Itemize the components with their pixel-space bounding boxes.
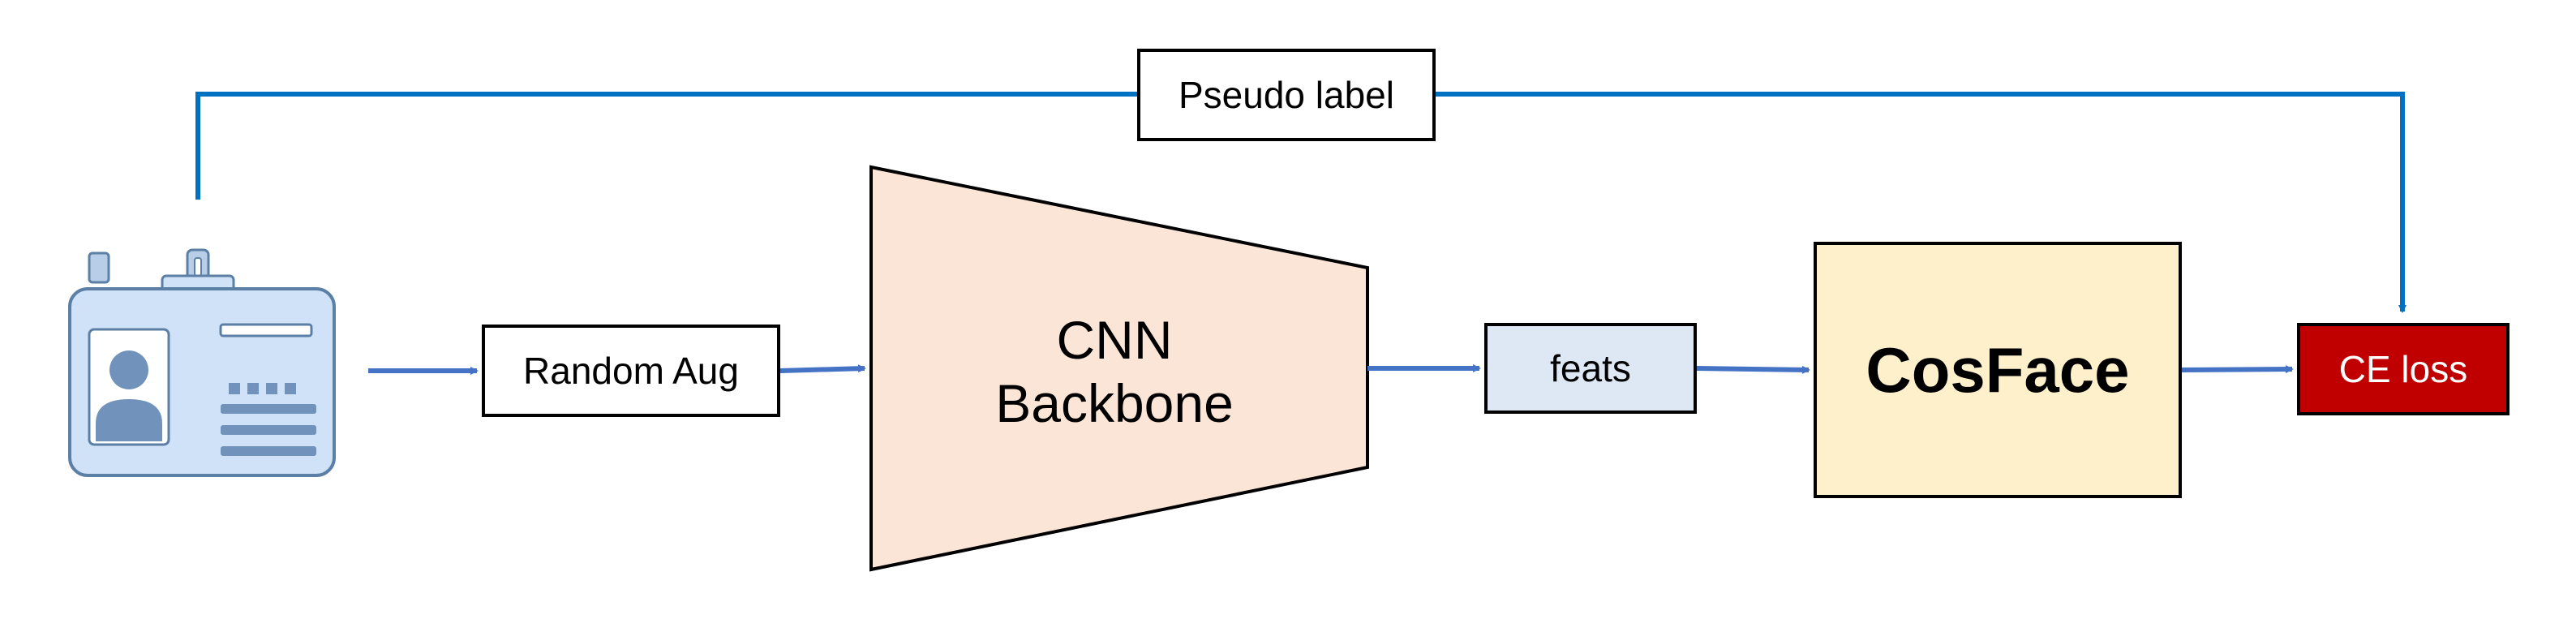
random-aug-box: Random Aug [482,325,780,417]
arrow-cosface-to-loss [2181,365,2294,374]
random-aug-label: Random Aug [523,350,739,392]
pseudo-label-text: Pseudo label [1179,74,1394,116]
cosface-box: CosFace [1814,242,2182,498]
cnn-backbone-line1: CNN [1056,310,1173,370]
pseudo-label-box: Pseudo label [1137,49,1436,141]
feats-box: feats [1484,323,1697,414]
arrow-aug-to-cnn [779,364,866,373]
id-card-icon [68,248,336,477]
cnn-backbone-label: CNN Backbone [871,308,1358,435]
ce-loss-label: CE loss [2338,348,2468,390]
feats-label: feats [1550,347,1631,389]
arrow-feats-to-cosface [1696,365,1810,374]
cnn-backbone-shape [869,165,1369,572]
cosface-label: CosFace [1865,333,2130,406]
ce-loss-box: CE loss [2297,323,2509,415]
cnn-backbone-line2: Backbone [995,373,1234,433]
